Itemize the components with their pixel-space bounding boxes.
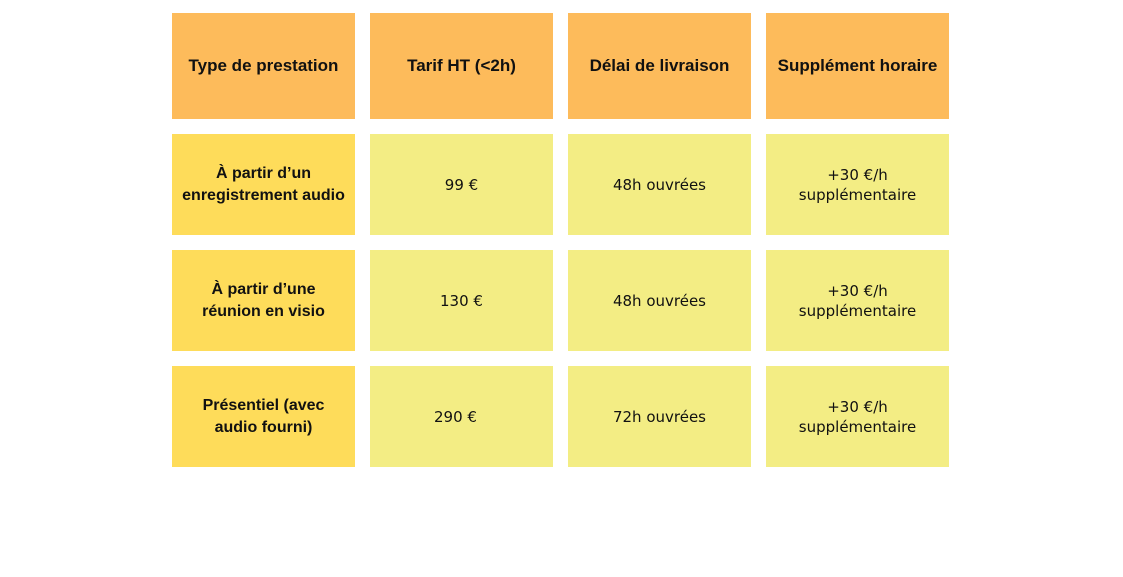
price-cell: 290 € (370, 366, 553, 467)
delivery-time-cell: 72h ouvrées (568, 366, 751, 467)
table-header-row: Type de prestation Tarif HT (<2h) Délai … (172, 13, 951, 119)
service-type-cell: À partir d’un enregistrement audio (172, 134, 355, 235)
hourly-extra-cell: +30 €/h supplémentaire (766, 366, 949, 467)
service-type-cell: Présentiel (avec audio fourni) (172, 366, 355, 467)
price-cell: 130 € (370, 250, 553, 351)
price-cell: 99 € (370, 134, 553, 235)
pricing-table: Type de prestation Tarif HT (<2h) Délai … (172, 13, 951, 482)
table-row: À partir d’une réunion en visio 130 € 48… (172, 250, 951, 351)
header-hourly-extra: Supplément horaire (766, 13, 949, 119)
hourly-extra-cell: +30 €/h supplémentaire (766, 134, 949, 235)
table-row: À partir d’un enregistrement audio 99 € … (172, 134, 951, 235)
delivery-time-cell: 48h ouvrées (568, 134, 751, 235)
table-row: Présentiel (avec audio fourni) 290 € 72h… (172, 366, 951, 467)
header-delivery-time: Délai de livraison (568, 13, 751, 119)
header-service-type: Type de prestation (172, 13, 355, 119)
hourly-extra-cell: +30 €/h supplémentaire (766, 250, 949, 351)
service-type-cell: À partir d’une réunion en visio (172, 250, 355, 351)
header-price: Tarif HT (<2h) (370, 13, 553, 119)
delivery-time-cell: 48h ouvrées (568, 250, 751, 351)
